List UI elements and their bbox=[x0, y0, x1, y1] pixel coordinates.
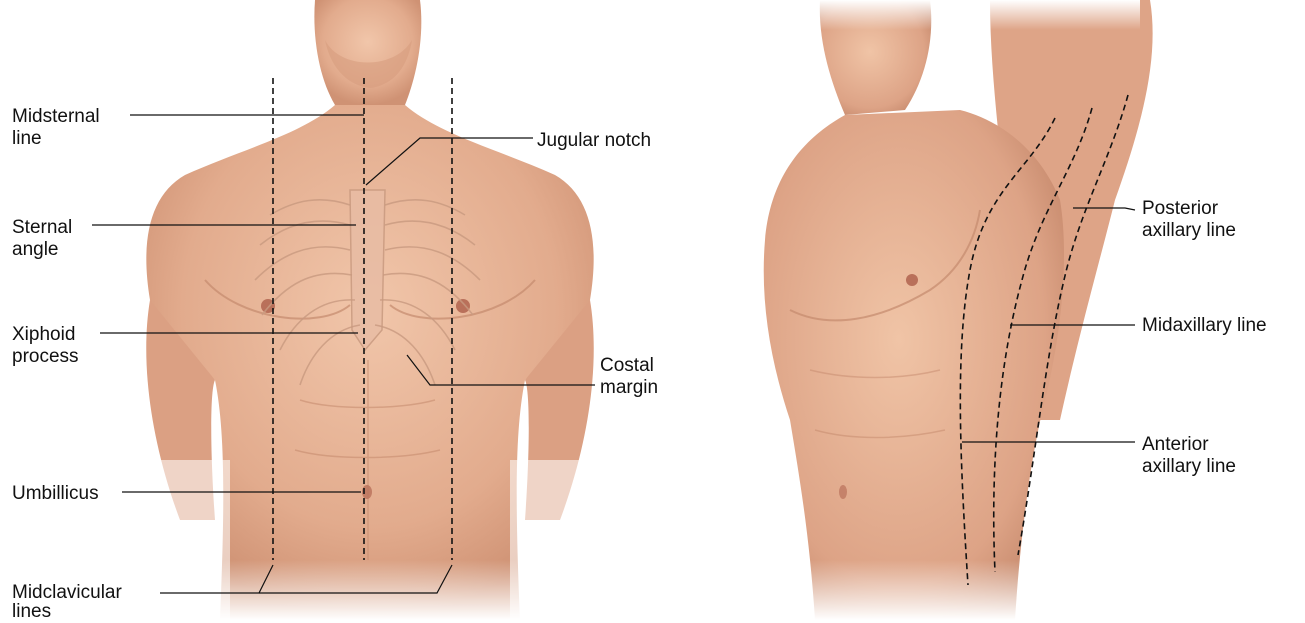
label-midaxillary-line: Midaxillary line bbox=[1142, 315, 1267, 337]
label-midsternal-line-1: Midsternal bbox=[12, 106, 100, 128]
label-midaxillary-text: Midaxillary line bbox=[1142, 315, 1267, 337]
label-sternal-angle-1: Sternal bbox=[12, 217, 72, 239]
label-posterior-axillary-line: Posterior axillary line bbox=[1142, 198, 1236, 242]
label-xiphoid-process: Xiphoid process bbox=[12, 324, 79, 368]
label-umbilicus-text: Umbillicus bbox=[12, 483, 99, 505]
label-midsternal-line-2: line bbox=[12, 128, 100, 150]
lateral-torso bbox=[740, 0, 1153, 620]
label-jugular-notch-text: Jugular notch bbox=[537, 130, 651, 152]
label-xiphoid-process-1: Xiphoid bbox=[12, 324, 79, 346]
label-posterior-axillary-2: axillary line bbox=[1142, 220, 1236, 242]
label-posterior-axillary-1: Posterior bbox=[1142, 198, 1236, 220]
label-sternal-angle-2: angle bbox=[12, 239, 72, 261]
label-costal-margin: Costal margin bbox=[600, 355, 658, 399]
anterior-torso bbox=[120, 0, 620, 620]
label-jugular-notch: Jugular notch bbox=[537, 130, 651, 152]
label-xiphoid-process-2: process bbox=[12, 346, 79, 368]
label-umbilicus: Umbillicus bbox=[12, 483, 99, 505]
label-costal-margin-2: margin bbox=[600, 377, 658, 399]
label-costal-margin-1: Costal bbox=[600, 355, 658, 377]
label-anterior-axillary-line: Anterior axillary line bbox=[1142, 434, 1236, 478]
label-midclavicular-lines: Midclavicular lines bbox=[12, 582, 122, 623]
label-anterior-axillary-1: Anterior bbox=[1142, 434, 1236, 456]
label-sternal-angle: Sternal angle bbox=[12, 217, 72, 261]
label-midsternal-line: Midsternal line bbox=[12, 106, 100, 150]
label-anterior-axillary-2: axillary line bbox=[1142, 456, 1236, 478]
